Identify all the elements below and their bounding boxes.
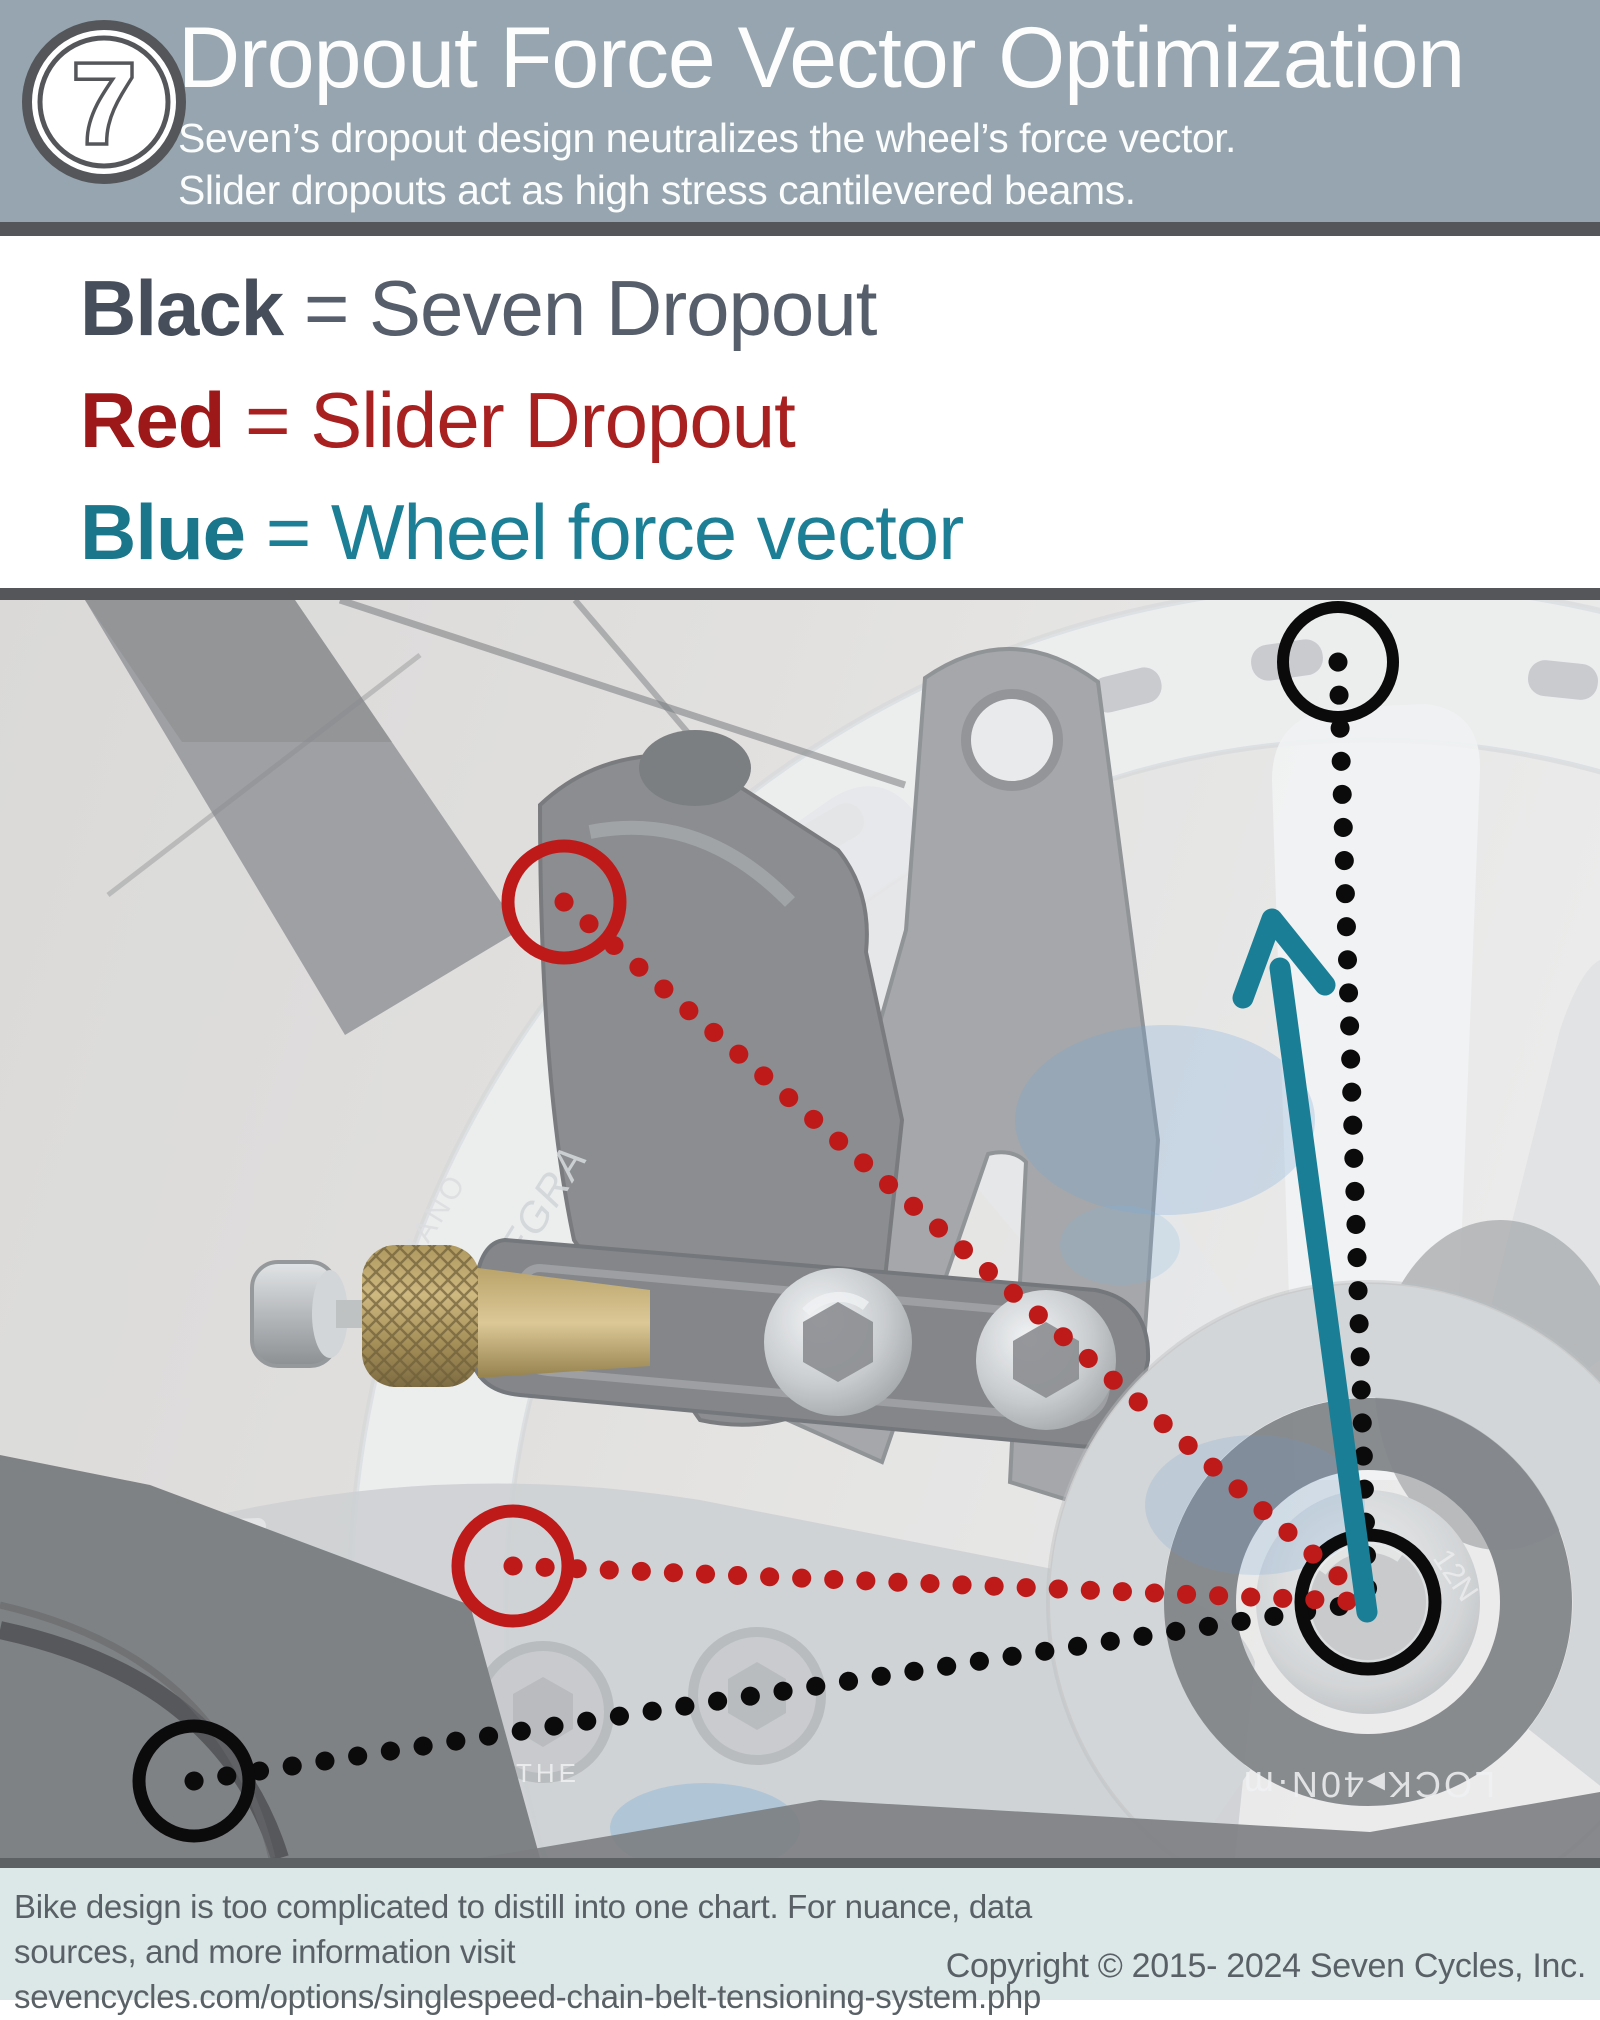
lower-shadow-band: [480, 1792, 1600, 1858]
legend-term-red: Red: [80, 376, 225, 464]
legend-term-black: Black: [80, 264, 284, 352]
header-divider: [0, 222, 1600, 236]
annotation-overlay: [132, 601, 1442, 1843]
spoke-line: [106, 653, 422, 897]
page-subtitle: Seven’s dropout design neutralizes the w…: [178, 113, 1600, 216]
slider-dropout-vector-line-top: [554, 892, 1378, 1612]
slider-dropout-anchor-circle-bottom: [451, 1504, 575, 1628]
logo-outer-ring: [22, 20, 186, 184]
legend-item-force-vector: Blue = Wheel force vector: [80, 476, 1600, 588]
seven-dropout-anchor-circle-top: [1277, 601, 1399, 723]
seven-dropout-vector-line-bottom: [184, 1592, 1378, 1791]
footer-note-line-1: Bike design is too complicated to distil…: [14, 1888, 1032, 1925]
header-banner: 7 Dropout Force Vector Optimization Seve…: [0, 0, 1600, 222]
force-arrow-shaft: [1269, 957, 1378, 1623]
axle-anchor-circle: [1294, 1528, 1442, 1676]
footer-note-line-2: sources, and more information visit: [14, 1933, 516, 1971]
legend-item-seven-dropout: Black = Seven Dropout: [80, 252, 1600, 364]
plate-engraving-label: THE: [516, 1758, 580, 1788]
lockring-torque-label: LOCK▸40N·m: [1241, 1764, 1495, 1805]
legend-item-slider-dropout: Red = Slider Dropout: [80, 364, 1600, 476]
slider-dropout-anchor-circle-top: [501, 839, 627, 965]
photo-wash-overlay: [0, 600, 1600, 1858]
wheel-force-vector-arrow: [1232, 908, 1378, 1623]
force-arrow-head: [1232, 908, 1336, 1009]
logo-numeral: 7: [73, 41, 135, 166]
legend-desc-black: = Seven Dropout: [303, 264, 878, 352]
seven-dropout-anchor-circle-bottom: [132, 1719, 256, 1843]
subtitle-line-2: Slider dropouts act as high stress canti…: [178, 167, 1136, 214]
seven-cycles-logo-icon: 7: [22, 20, 186, 184]
footer-copyright: Copyright © 2015- 2024 Seven Cycles, Inc…: [945, 1947, 1587, 1985]
legend-block: Black = Seven Dropout Red = Slider Dropo…: [0, 236, 1600, 588]
logo-inner-ring: [37, 35, 171, 169]
footer: Bike design is too complicated to distil…: [0, 1868, 1600, 2015]
spoke-line: [338, 600, 907, 789]
legend-desc-red: = Slider Dropout: [245, 376, 796, 464]
footer-note-url[interactable]: sevencycles.com/options/singlespeed-chai…: [14, 1978, 1041, 2016]
dropout-photo-figure: SHIMANO ULTEGRA THE: [0, 600, 1600, 1858]
legend-term-blue: Blue: [80, 488, 246, 576]
page-title: Dropout Force Vector Optimization: [178, 10, 1465, 106]
header-text-block: Dropout Force Vector Optimization Seven’…: [178, 0, 1600, 217]
subtitle-line-1: Seven’s dropout design neutralizes the w…: [178, 115, 1236, 162]
footer-divider: [0, 1858, 1600, 1868]
seat-stay-tube: [85, 600, 907, 1035]
tensioner-arm: [250, 1237, 1151, 1449]
slider-dropout-vector-line-bottom: [503, 1556, 1378, 1612]
legend-desc-blue: = Wheel force vector: [265, 488, 964, 576]
legend-divider: [0, 588, 1600, 600]
footer-note: Bike design is too complicated to distil…: [14, 1884, 1041, 2020]
chain-stay: [0, 1455, 540, 1858]
dropout-photo-canvas: SHIMANO ULTEGRA THE: [0, 600, 1600, 1858]
seven-dropout-vector-line-top: [1328, 652, 1378, 1612]
barrel-adjuster-knob: [362, 1245, 650, 1387]
